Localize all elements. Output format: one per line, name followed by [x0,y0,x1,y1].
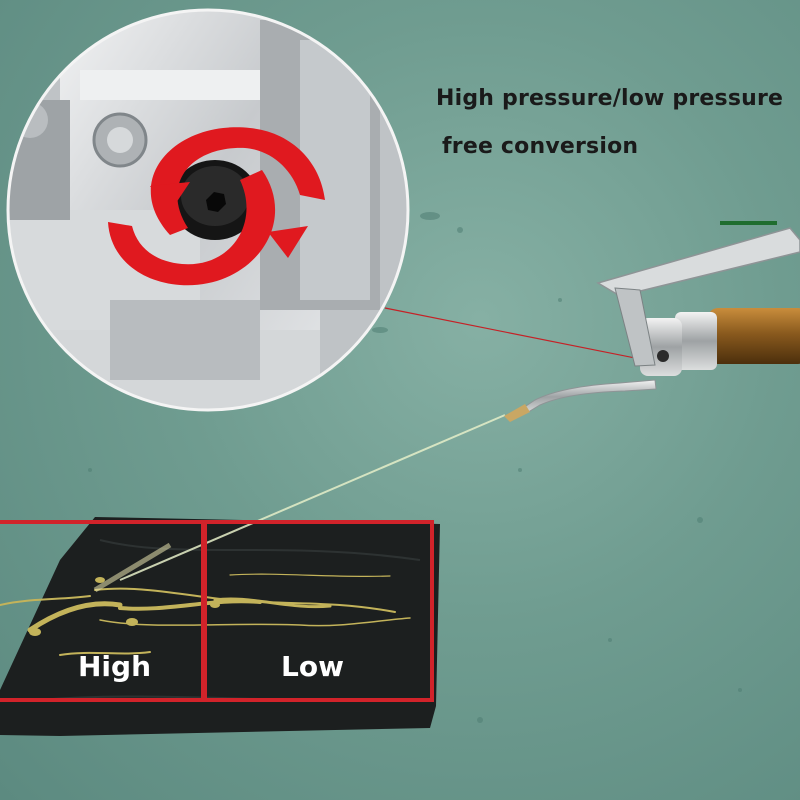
grease-streaks [0,573,411,656]
caption-line-1: High pressure/low pressure [436,86,784,111]
grease-blobs [29,577,220,636]
grease-jet [119,414,506,581]
rotate-arrows-icon [108,127,325,286]
zoom-inset [6,8,410,412]
green-accent-mark [720,221,777,225]
pointer-line [384,307,646,361]
high-zone-label: High [78,650,152,683]
grease-gun [504,227,800,422]
floor-texture [88,212,742,723]
low-zone-label: Low [281,650,344,683]
low-zone-box [203,520,434,702]
caption-line-2: free conversion [442,134,639,159]
black-sheet [0,517,440,736]
